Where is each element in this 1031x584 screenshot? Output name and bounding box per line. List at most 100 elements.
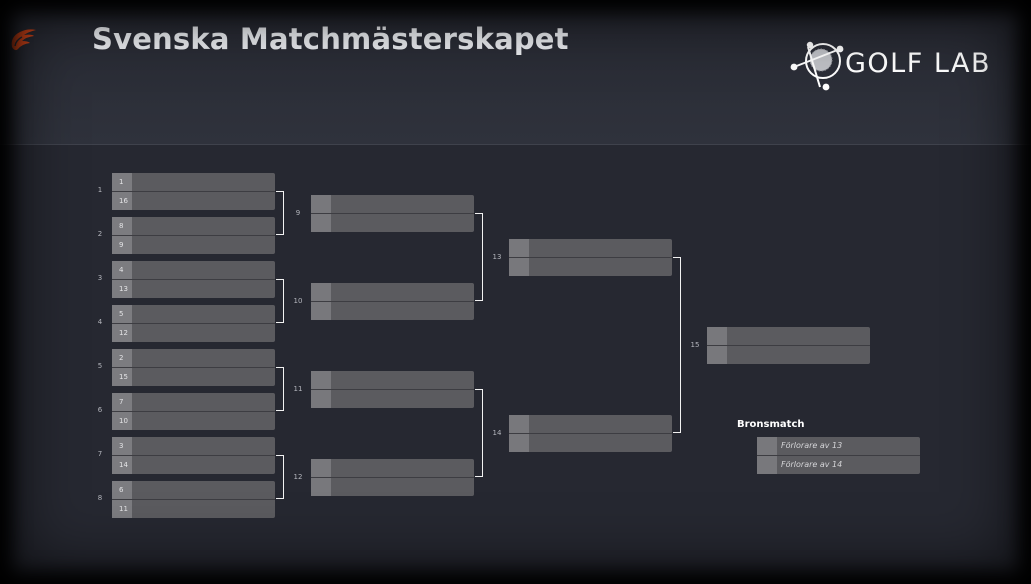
bracket-connector (475, 389, 483, 477)
seed-number: 6 (112, 481, 132, 499)
match-box-round1[interactable]: 1 16 (112, 173, 275, 210)
corner-logo-icon (11, 29, 36, 51)
match-number-label: 7 (97, 450, 103, 458)
player-slot[interactable]: 14 (112, 456, 275, 474)
seed-number: 3 (112, 437, 132, 455)
seed-number: 1 (112, 173, 132, 191)
player-slot[interactable] (707, 346, 870, 364)
player-slot[interactable]: 5 (112, 305, 275, 323)
seed-box (509, 239, 529, 257)
player-slot[interactable]: 9 (112, 236, 275, 254)
bracket-connector (475, 213, 483, 301)
seed-number: 16 (112, 192, 132, 210)
match-number-label: 15 (690, 341, 700, 349)
match-box-round2[interactable] (311, 459, 474, 496)
match-box-round1[interactable]: 7 10 (112, 393, 275, 430)
player-slot[interactable]: 13 (112, 280, 275, 298)
player-slot[interactable] (311, 283, 474, 301)
slot-divider (311, 213, 474, 214)
match-box-round2[interactable] (311, 195, 474, 232)
match-box-round1[interactable]: 3 14 (112, 437, 275, 474)
player-slot[interactable] (311, 195, 474, 213)
player-slot[interactable] (311, 214, 474, 232)
match-number-label: 3 (97, 274, 103, 282)
player-slot[interactable]: 12 (112, 324, 275, 342)
player-slot[interactable] (311, 371, 474, 389)
bronze-match-title: Bronsmatch (737, 419, 805, 430)
seed-number: 10 (112, 412, 132, 430)
match-box-round2[interactable] (311, 283, 474, 320)
page-title: Svenska Matchmästerskapet (92, 22, 569, 56)
match-number-label: 14 (492, 429, 502, 437)
match-number-label: 2 (97, 230, 103, 238)
player-slot[interactable] (707, 327, 870, 345)
seed-box (311, 195, 331, 213)
player-slot[interactable] (311, 390, 474, 408)
seed-number: 12 (112, 324, 132, 342)
slot-divider (112, 455, 275, 456)
slot-divider (509, 257, 672, 258)
player-slot[interactable]: 11 (112, 500, 275, 518)
match-number-label: 9 (295, 209, 301, 217)
player-slot[interactable] (311, 302, 474, 320)
slot-divider (112, 323, 275, 324)
slot-divider (311, 389, 474, 390)
player-slot[interactable]: 15 (112, 368, 275, 386)
match-box-round1[interactable]: 2 15 (112, 349, 275, 386)
slot-divider (112, 411, 275, 412)
player-slot[interactable]: 8 (112, 217, 275, 235)
match-box-round1[interactable]: 6 11 (112, 481, 275, 518)
player-slot[interactable]: 2 (112, 349, 275, 367)
bracket-connector (673, 257, 681, 433)
bracket-connector (276, 455, 284, 499)
seed-number: 9 (112, 236, 132, 254)
player-slot[interactable]: 3 (112, 437, 275, 455)
match-box-final[interactable] (707, 327, 870, 364)
player-slot[interactable]: Förlorare av 13 (757, 437, 920, 455)
seed-box (311, 390, 331, 408)
seed-box (509, 434, 529, 452)
match-box-round3[interactable] (509, 415, 672, 452)
seed-box (757, 456, 777, 474)
player-slot[interactable]: 6 (112, 481, 275, 499)
player-slot[interactable]: 7 (112, 393, 275, 411)
match-box-round3[interactable] (509, 239, 672, 276)
seed-number: 14 (112, 456, 132, 474)
header-bar (0, 0, 1031, 145)
seed-box (509, 258, 529, 276)
match-box-round2[interactable] (311, 371, 474, 408)
player-slot[interactable] (311, 459, 474, 477)
match-box-round1[interactable]: 8 9 (112, 217, 275, 254)
player-slot[interactable] (509, 239, 672, 257)
seed-number: 7 (112, 393, 132, 411)
seed-box (311, 459, 331, 477)
slot-divider (112, 279, 275, 280)
seed-box (311, 478, 331, 496)
player-slot[interactable]: 16 (112, 192, 275, 210)
seed-number: 13 (112, 280, 132, 298)
match-number-label: 4 (97, 318, 103, 326)
seed-box (509, 415, 529, 433)
slot-divider (112, 235, 275, 236)
seed-number: 5 (112, 305, 132, 323)
bronze-slot-label: Förlorare av 13 (781, 441, 843, 450)
player-slot[interactable] (509, 415, 672, 433)
player-slot[interactable] (509, 258, 672, 276)
match-number-label: 12 (293, 473, 303, 481)
player-slot[interactable] (311, 478, 474, 496)
player-slot[interactable] (509, 434, 672, 452)
player-slot[interactable]: 10 (112, 412, 275, 430)
match-box-bronze[interactable]: Förlorare av 13 Förlorare av 14 (757, 437, 920, 474)
bronze-slot-label: Förlorare av 14 (781, 460, 843, 469)
seed-box (707, 346, 727, 364)
match-box-round1[interactable]: 5 12 (112, 305, 275, 342)
seed-box (311, 283, 331, 301)
player-slot[interactable]: 1 (112, 173, 275, 191)
match-box-round1[interactable]: 4 13 (112, 261, 275, 298)
player-slot[interactable]: Förlorare av 14 (757, 456, 920, 474)
player-slot[interactable]: 4 (112, 261, 275, 279)
match-number-label: 6 (97, 406, 103, 414)
slot-divider (757, 455, 920, 456)
golf-lab-logo-icon (790, 41, 844, 91)
